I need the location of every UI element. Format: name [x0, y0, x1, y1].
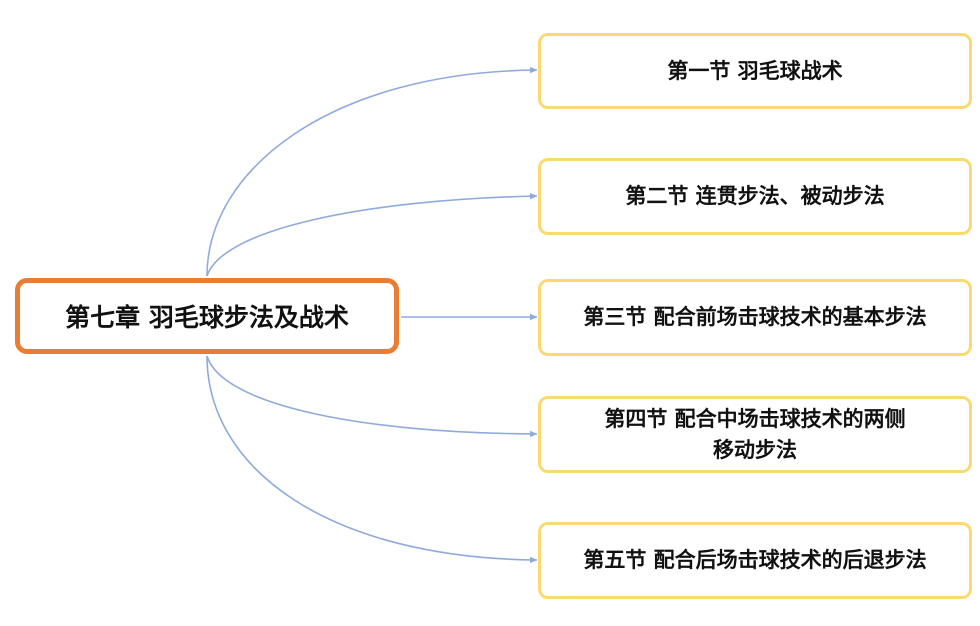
section-node-1[interactable]: 第一节 羽毛球战术 — [538, 33, 972, 109]
root-node[interactable]: 第七章 羽毛球步法及战术 — [15, 278, 399, 354]
section-node-5[interactable]: 第五节 配合后场击球技术的后退步法 — [538, 522, 972, 599]
section-label-2: 第二节 连贯步法、被动步法 — [625, 184, 885, 208]
section-label-3: 第三节 配合前场击球技术的基本步法 — [583, 305, 927, 329]
connector-to-section-2 — [206, 192, 538, 277]
section-node-4[interactable]: 第四节 配合中场击球技术的两侧 移动步法 — [538, 396, 972, 473]
section-node-2[interactable]: 第二节 连贯步法、被动步法 — [538, 158, 972, 235]
connector-to-section-4 — [206, 355, 538, 438]
root-label: 第七章 羽毛球步法及战术 — [65, 303, 349, 332]
section-label-5: 第五节 配合后场击球技术的后退步法 — [583, 548, 927, 572]
section-label-4: 第四节 配合中场击球技术的两侧 移动步法 — [604, 406, 906, 462]
section-node-3[interactable]: 第三节 配合前场击球技术的基本步法 — [538, 279, 972, 356]
connector-to-section-1 — [206, 66, 538, 277]
section-label-1: 第一节 羽毛球战术 — [667, 58, 843, 83]
connector-to-section-5 — [206, 355, 538, 564]
